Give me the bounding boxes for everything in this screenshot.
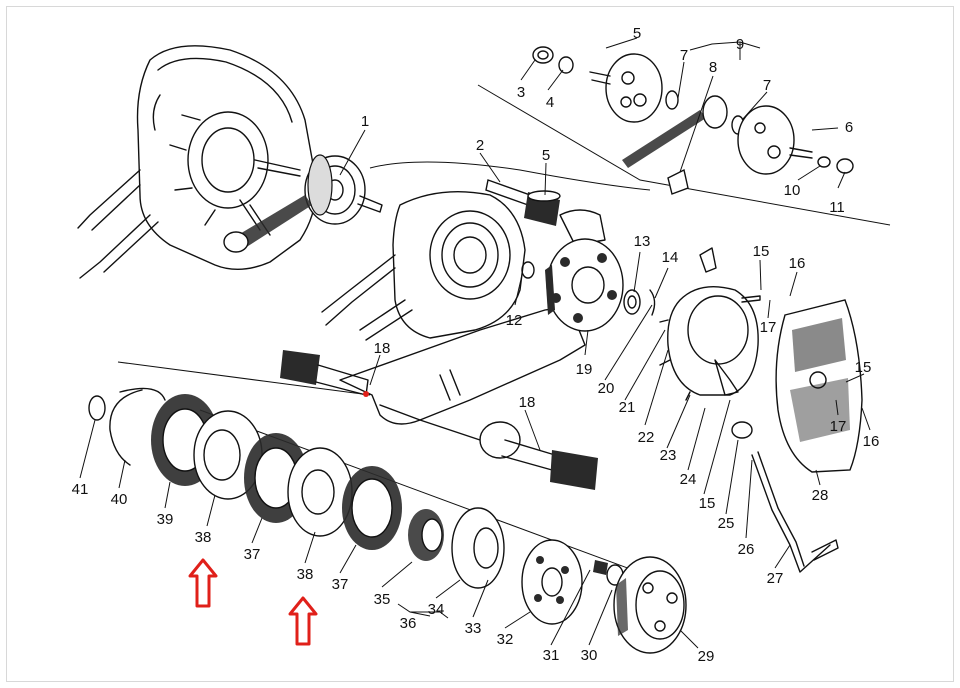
cover-plate-part-28: [775, 299, 863, 473]
red-arrow-up-right: [288, 596, 318, 646]
highlight-arrows: [188, 558, 318, 646]
crankshaft-part-1: [223, 154, 383, 253]
gear-shaft-part-18-right: [501, 439, 598, 490]
crank-assembly-part-9: [589, 53, 813, 195]
callout-30: 30: [581, 647, 598, 664]
spring-plate-part-32: [521, 539, 583, 625]
clutch-cover-part-22: [659, 247, 761, 401]
callout-34: 34: [428, 601, 445, 618]
callout-1: 1: [361, 113, 369, 130]
callout-37-left: 37: [244, 546, 261, 563]
callout-36: 36: [400, 615, 417, 632]
callout-39: 39: [157, 511, 174, 528]
leader-lines: [79, 37, 871, 649]
parts-10-11: [817, 156, 854, 174]
callout-37-right: 37: [332, 576, 349, 593]
crankcase-left-half: [77, 45, 317, 279]
crank-link-curve: [369, 161, 651, 191]
callout-12: 12: [506, 312, 523, 329]
callout-6: 6: [845, 119, 853, 136]
red-marker-dot: [363, 391, 369, 397]
callout-32: 32: [497, 631, 514, 648]
callout-2: 2: [476, 137, 484, 154]
frame-border: [6, 6, 954, 682]
circlip-part-14: [649, 289, 656, 316]
callout-26: 26: [738, 541, 755, 558]
callout-41: 41: [72, 481, 89, 498]
callout-11: 11: [829, 199, 845, 216]
crankcase-right-half: [321, 191, 606, 459]
callout-10: 10: [784, 182, 801, 199]
bearing-part-35: [408, 509, 444, 561]
callout-5-center: 5: [542, 147, 550, 164]
clutch-drum-part-29: [613, 556, 687, 654]
callout-15-top: 15: [753, 243, 770, 260]
callout-27: 27: [767, 570, 784, 587]
callout-labels: 1 2 3 4 5 5 6 7 7 8 9 10 11 12 13 14 15 …: [72, 25, 880, 665]
callout-7-right: 7: [763, 77, 771, 94]
callout-31: 31: [543, 647, 560, 664]
callout-13: 13: [634, 233, 651, 250]
spring-part-31: [593, 560, 608, 575]
seal-part-41: [88, 395, 106, 421]
callout-23: 23: [660, 447, 677, 464]
callout-25: 25: [718, 515, 735, 532]
friction-plate-part-37b: [342, 466, 402, 550]
callout-35: 35: [374, 591, 391, 608]
callout-18-right: 18: [519, 394, 536, 411]
needle-bearing-part-5: [524, 190, 561, 226]
callout-3: 3: [517, 84, 525, 101]
callout-9: 9: [736, 36, 744, 53]
steel-plate-part-38b: [287, 447, 353, 537]
callout-16-bottom: 16: [863, 433, 880, 450]
callout-33: 33: [465, 620, 482, 637]
callout-7-left: 7: [680, 47, 688, 64]
callout-29: 29: [698, 648, 715, 665]
callout-20: 20: [598, 380, 615, 397]
callout-40: 40: [111, 491, 128, 508]
pressure-plate-part-34: [451, 507, 505, 589]
clutch-hub-part-19: [521, 238, 624, 332]
part-3-and-4: [532, 46, 574, 74]
callout-24: 24: [680, 471, 697, 488]
oil-seal-part-13: [623, 289, 641, 315]
gear-shaft-part-18-left: [280, 350, 369, 396]
callout-8: 8: [709, 59, 717, 76]
callout-19: 19: [576, 361, 593, 378]
callout-22: 22: [638, 429, 655, 446]
callout-16-top: 16: [789, 255, 806, 272]
callout-17-bottom: 17: [830, 418, 847, 435]
callout-15-right: 15: [855, 359, 872, 376]
callout-38-left: 38: [195, 529, 212, 546]
circlip-part-40: [109, 387, 166, 466]
red-arrow-up-left: [188, 558, 218, 608]
callout-18-left: 18: [374, 340, 391, 357]
callout-21: 21: [619, 399, 636, 416]
callout-38-right: 38: [297, 566, 314, 583]
callout-17-top: 17: [760, 319, 777, 336]
pin-part-2: [485, 179, 531, 206]
callout-5-top: 5: [633, 25, 641, 42]
top-separator-line: [477, 84, 891, 226]
callout-28: 28: [812, 487, 829, 504]
callout-15-bottom: 15: [699, 495, 716, 512]
mid-separator-line-left: [117, 361, 371, 396]
callout-14: 14: [662, 249, 679, 266]
callout-4: 4: [546, 94, 554, 111]
